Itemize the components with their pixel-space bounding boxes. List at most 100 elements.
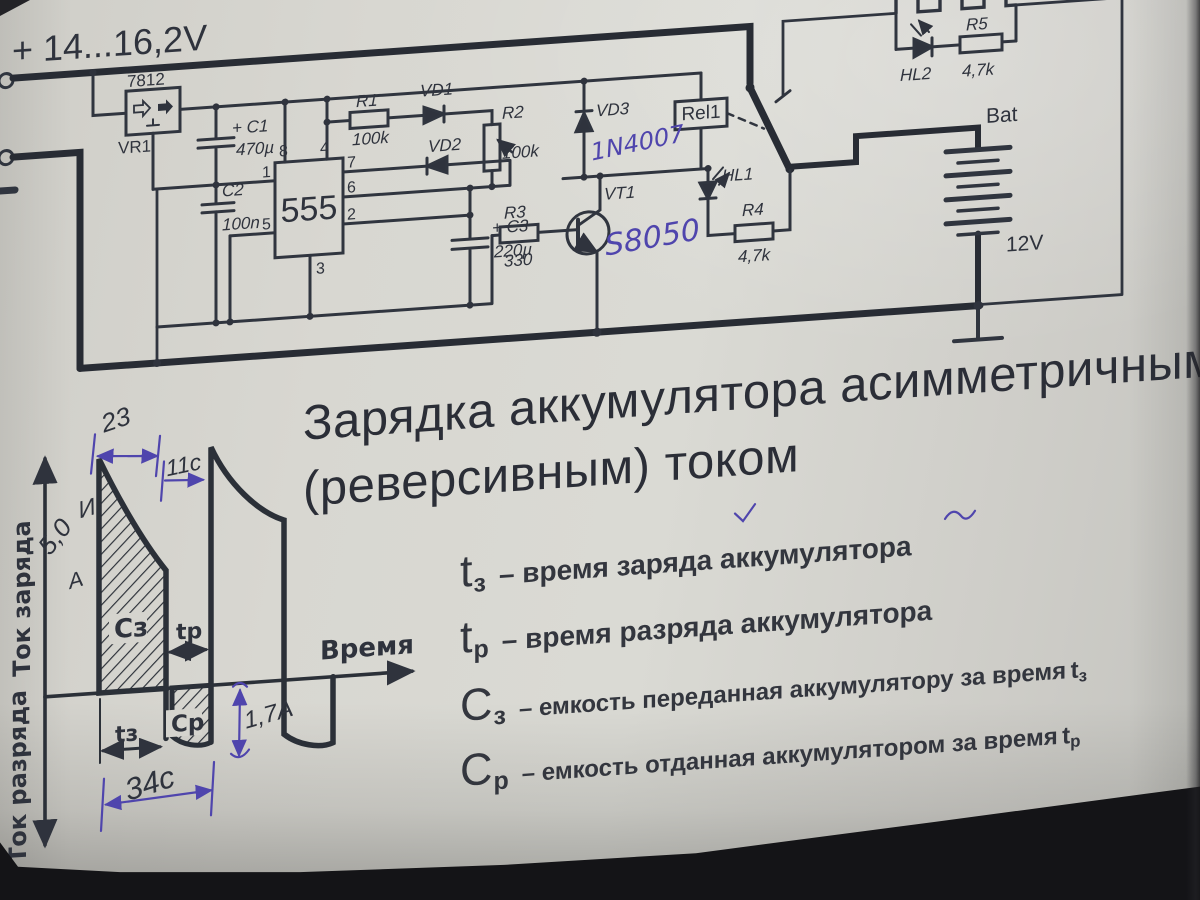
hl1-led [697,180,719,202]
hw-current-unit: А [64,566,85,595]
r1-value: 100k [352,128,390,150]
ic-555-box [273,156,345,260]
r1-resistor [348,108,390,131]
hl2-r5-wires [894,39,1018,51]
relay-link-dashed [725,111,766,130]
hl2-label: HL2 [900,64,932,85]
battery-symbol [943,144,1013,237]
y-axis-discharge-label: Ток разряда [4,689,32,864]
c2-label: C2 [222,180,244,201]
vt1-transist-circle [565,210,611,256]
vt1-label: VT1 [604,183,635,204]
supply-voltage-label: + 14...16,2V [12,17,207,72]
vd2-diode [422,154,449,175]
legend-symbol: t [460,610,473,663]
r5-resistor [958,32,1004,55]
r3-value: 330 [504,250,533,271]
pin8-label: 8 [279,143,288,161]
r4-resistor [733,221,775,244]
tp-dim-arrow [167,640,209,662]
relay-switch-blade [746,84,793,172]
vt1-emitter [572,232,599,253]
vr1-in-arrow-icon [133,98,152,119]
pin1-label: 1 [262,164,271,182]
switch-junction [785,164,795,174]
pin3-label: 3 [316,260,325,278]
hw-discharge-amps: 1,7А [242,695,296,735]
c2-value: 100n [222,213,260,235]
charge-area-label: Cз [114,613,148,645]
right-loop-wire [978,0,1124,306]
c1-label: + C1 [232,116,268,138]
r2-wiper-arrow-icon [496,138,517,158]
vr1-out-arrow-icon [158,99,173,115]
charge-pulse-1 [96,457,169,697]
legend-symbol: t [460,544,473,597]
c3-label: + C3 [492,216,529,238]
vr1-ground-icon [146,118,160,127]
pin6-label: 6 [347,179,356,197]
pen-squiggle-2 [733,503,757,523]
r4-label: R4 [742,200,764,220]
switch-right-contact-wire [781,11,898,97]
battery-feed-wire [787,124,981,170]
hw-current-value: 5,0 [32,513,79,560]
vcc-bus-wire [178,71,703,111]
ic-555-top-pins [283,97,329,164]
battery-voltage: 12V [1006,231,1043,257]
switch-pivot [745,83,755,93]
tz-dim-arrow [100,737,163,760]
vt1-handwritten-part: S8050 [603,212,701,263]
meander-resistor [894,0,1018,16]
legend-symbol: C [460,677,493,731]
pin2-label: 2 [347,206,356,224]
photo-right-edge [1186,0,1200,900]
r2-label: R2 [502,102,524,123]
hw-pause-seconds: 11с [164,448,203,481]
x-axis-time-label: Время [320,630,414,667]
relay-label: Rel1 [681,102,720,126]
r2-value: 100k [502,141,540,163]
r2-trimmer [482,122,502,173]
ic-555-right-wires [341,158,512,226]
r5-label: R5 [966,14,988,35]
pulse-2-outline [208,445,336,749]
r3-label: R3 [504,202,526,223]
r1-row-wires [325,108,494,127]
left-return-wire [9,148,84,372]
top-rail-wire [9,22,754,88]
c3-value: 220µ [493,240,532,262]
vd3-label: VD3 [596,99,630,120]
c1-capacitor [196,105,236,187]
r5-value: 4,7k [962,59,996,80]
r3-resistor [498,222,540,245]
vd3-handwritten-part: 1N4007 [589,119,687,166]
legend-symbol: C [460,742,493,796]
pin5-wire [228,231,277,238]
vd1-diode [422,105,449,126]
vt1-collector [576,174,602,228]
loop-side-wires [894,3,1018,51]
hw-period-seconds: 34с [121,759,178,808]
ic-555-label: 555 [281,188,338,230]
hl1-led-arrows-icon [712,167,729,185]
vr1-part-label: 7812 [127,69,165,91]
pin5-label: 5 [262,216,271,234]
ground-symbol-icon [952,303,1004,344]
hl1-label: HL1 [722,164,753,185]
bottom-rail-wire [76,301,984,372]
r4-value: 4,7k [738,245,772,266]
lower-node-wires [155,234,494,329]
hw-charge-seconds: 23 [97,400,134,438]
hl2-led-arrows-icon [911,20,929,36]
charge-time-label: tз [115,721,138,748]
hl2-led [912,36,936,60]
vr1-input-wire [91,70,128,118]
vd2-label: VD2 [428,135,462,156]
vd3-diode [573,109,595,134]
minus-sign [0,186,19,195]
r1-label: R1 [356,91,378,111]
